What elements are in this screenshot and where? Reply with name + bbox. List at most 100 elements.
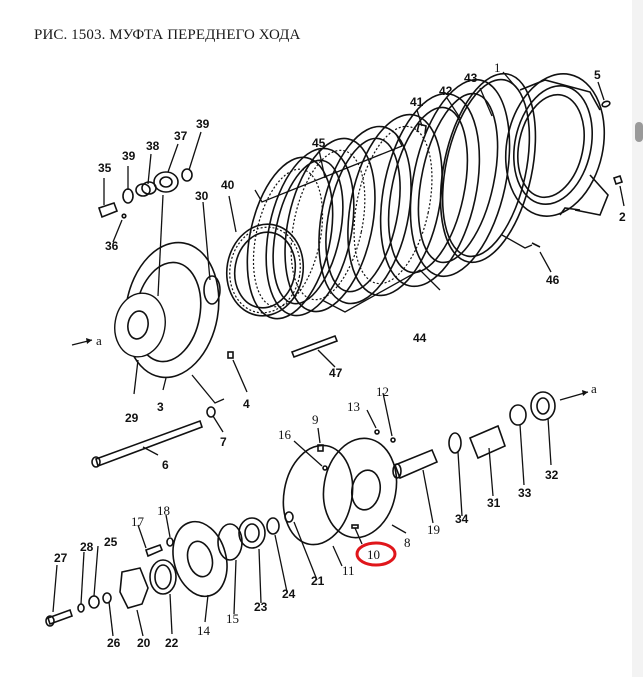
label-part-2: 2 [619, 210, 626, 224]
label-part-36: 36 [105, 239, 119, 253]
scrollbar-track[interactable] [632, 0, 643, 677]
ring-part-26 [102, 592, 112, 604]
washer-part-25 [88, 595, 100, 609]
gear-drum-part-40 [225, 223, 305, 317]
label-part-31: 31 [487, 496, 501, 510]
hub-part-29 [114, 292, 166, 358]
label-part-37: 37 [174, 129, 188, 143]
gear-part-32 [530, 391, 556, 421]
figure-title: РИС. 1503. МУФТА ПЕРЕДНЕГО ХОДА [34, 27, 301, 43]
steel-plates-part-44 [265, 125, 412, 317]
pin-part-35 [97, 201, 119, 219]
label-part-45: 45 [312, 136, 326, 150]
label-part-14: 14 [197, 623, 211, 638]
arrow-a-left: a [71, 333, 102, 348]
label-part-22: 22 [165, 636, 179, 650]
label-part-32: 32 [545, 468, 559, 482]
ring-part-21 [284, 511, 294, 523]
arrow-a-right: a [559, 381, 597, 401]
label-part-41: 41 [410, 95, 424, 109]
scrollbar-thumb[interactable] [635, 122, 643, 142]
bolt-part-27 [45, 608, 74, 627]
rod-part-47 [290, 334, 339, 359]
gear-part-37 [153, 171, 179, 193]
label-part-26: 26 [107, 636, 121, 650]
spring-part-46 [531, 242, 541, 248]
label-part-19: 19 [427, 522, 440, 537]
bolt-part-2 [612, 174, 624, 186]
plate-part-42 [409, 78, 511, 278]
label-part-3: 3 [157, 400, 164, 414]
highlight-circle-part-10 [355, 541, 397, 567]
pin-part-10 [351, 524, 359, 529]
washer-part-39-right [181, 168, 193, 182]
bushing-part-38 [135, 181, 157, 197]
label-part-21: 21 [311, 574, 325, 588]
bolt-part-4 [227, 351, 234, 359]
label-part-10: 10 [367, 547, 380, 562]
label-part-7: 7 [220, 435, 227, 449]
label-part-30: 30 [195, 189, 209, 203]
label-part-33: 33 [518, 486, 532, 500]
label-part-29: 29 [125, 411, 139, 425]
plate-part-41 [379, 92, 481, 288]
label-part-17: 17 [131, 514, 145, 529]
label-part-15: 15 [226, 611, 239, 626]
snap-ring-part-34 [448, 432, 462, 454]
label-part-23: 23 [254, 600, 268, 614]
spline-part-31 [468, 424, 506, 460]
label-part-39-right: 39 [196, 117, 210, 131]
label-part-47: 47 [329, 366, 343, 380]
ring-part-30 [203, 275, 221, 305]
label-part-11: 11 [342, 563, 355, 578]
label-part-9: 9 [312, 412, 319, 427]
ring-part-33 [509, 404, 527, 426]
washer-part-7 [206, 406, 216, 418]
label-part-5: 5 [594, 68, 601, 82]
washer-part-39-left [122, 188, 134, 204]
label-part-43: 43 [464, 71, 478, 85]
label-part-4: 4 [243, 397, 250, 411]
washer-part-18 [166, 537, 174, 547]
label-part-42: 42 [439, 84, 453, 98]
shaft-part-19 [392, 448, 439, 480]
label-part-13: 13 [347, 399, 360, 414]
leader-lines [52, 71, 625, 637]
pin-part-13 [374, 429, 380, 435]
oring-part-11 [282, 444, 354, 546]
svg-text:a: a [591, 381, 597, 396]
part-labels: 1 2 3 4 5 6 7 8 9 10 11 12 13 14 15 16 1… [54, 60, 626, 650]
label-part-16: 16 [278, 427, 292, 442]
bolt-part-17 [144, 543, 164, 558]
yoke-part-20 [119, 567, 149, 609]
housing-part-1 [504, 73, 609, 217]
label-part-40: 40 [221, 178, 235, 192]
label-part-24: 24 [282, 587, 296, 601]
snap-ring-part-24 [266, 517, 280, 535]
pin-part-9 [317, 444, 324, 452]
pin-part-12 [390, 437, 396, 443]
pin-part-16 [322, 465, 328, 471]
label-part-25: 25 [104, 535, 118, 549]
svg-text:a: a [96, 333, 102, 348]
pin-part-5 [601, 100, 611, 108]
label-part-20: 20 [137, 636, 151, 650]
piston-part-8 [322, 437, 398, 539]
bearing-part-23 [238, 517, 266, 549]
label-part-38: 38 [146, 139, 160, 153]
label-part-34: 34 [455, 512, 469, 526]
label-part-44: 44 [413, 331, 427, 345]
label-part-39-left: 39 [122, 149, 136, 163]
ball-part-36 [121, 213, 127, 219]
seal-ring-part-43 [439, 72, 537, 264]
label-part-18: 18 [157, 503, 170, 518]
label-part-28: 28 [80, 540, 94, 554]
cover-part-14 [172, 520, 228, 598]
label-part-27: 27 [54, 551, 68, 565]
label-part-46: 46 [546, 273, 560, 287]
label-part-35: 35 [98, 161, 112, 175]
label-part-1: 1 [494, 60, 501, 75]
seal-part-22 [149, 559, 177, 595]
bracket-44 [321, 269, 441, 313]
